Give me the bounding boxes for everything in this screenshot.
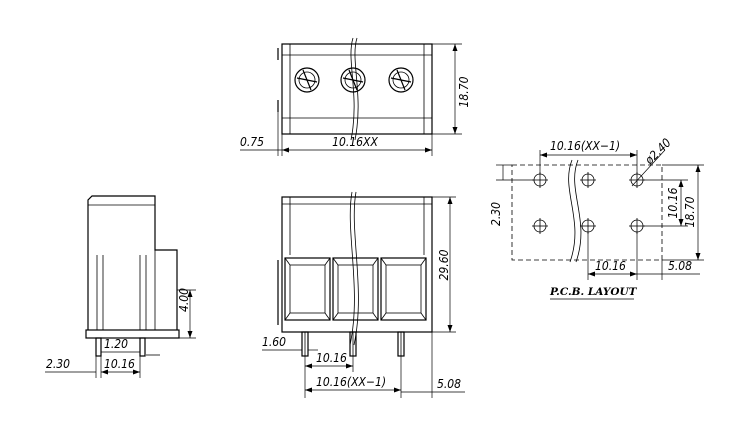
- side-dim-height: 4.00: [177, 288, 191, 312]
- pcb-hole: [532, 172, 548, 188]
- pcb-dim-hole: ø2.40: [642, 135, 674, 167]
- pcb-dim-col-pitch: 10.16: [595, 259, 626, 273]
- pcb-dim-height: 18.70: [683, 196, 697, 227]
- top-dim-offset: 0.75: [240, 135, 264, 149]
- pcb-dim-offset: 2.30: [489, 202, 503, 226]
- side-dim-pitch: 10.16: [104, 357, 135, 371]
- top-view: 18.70 0.75 10.16XX: [240, 37, 471, 156]
- pcb-hole: [532, 218, 548, 234]
- front-dim-pitch: 10.16: [316, 351, 347, 365]
- side-view-outline: [87, 195, 178, 330]
- top-view-outline: [281, 43, 433, 135]
- pcb-layout-title: P.C.B. LAYOUT: [549, 286, 638, 298]
- pcb-hole: [580, 172, 596, 188]
- wire-entry: [284, 257, 331, 321]
- wire-entry: [332, 257, 379, 321]
- pcb-hole: [629, 218, 645, 234]
- pcb-dim-span: 10.16(XX−1): [550, 139, 620, 153]
- front-dim-end: 5.08: [437, 377, 461, 391]
- front-dim-pin-dia: 1.60: [262, 335, 286, 349]
- front-view-outline: [281, 196, 433, 333]
- side-dim-pin: 1.20: [104, 337, 128, 351]
- front-view: 29.60 1.60 10.16 10.16(XX−1) 5.08: [262, 191, 465, 398]
- pcb-dim-end: 5.08: [668, 259, 692, 273]
- top-dim-height: 18.70: [457, 76, 471, 107]
- top-dim-width: 10.16XX: [332, 135, 378, 149]
- wire-entry: [380, 257, 427, 321]
- screw-icon: [388, 67, 414, 93]
- pcb-outline: [511, 164, 663, 261]
- pcb-hole: [580, 218, 596, 234]
- front-dim-span: 10.16(XX−1): [316, 375, 386, 389]
- side-dim-offset: 2.30: [46, 357, 70, 371]
- side-view: 4.00 2.30 10.16 1.20: [45, 195, 196, 378]
- pcb-layout: 10.16(XX−1) ø2.40 2.30 10.16 18.70 10.16…: [489, 135, 704, 300]
- pcb-dim-row-pitch: 10.16: [666, 187, 680, 218]
- front-dim-height: 29.60: [437, 249, 451, 280]
- screw-icon: [294, 67, 320, 93]
